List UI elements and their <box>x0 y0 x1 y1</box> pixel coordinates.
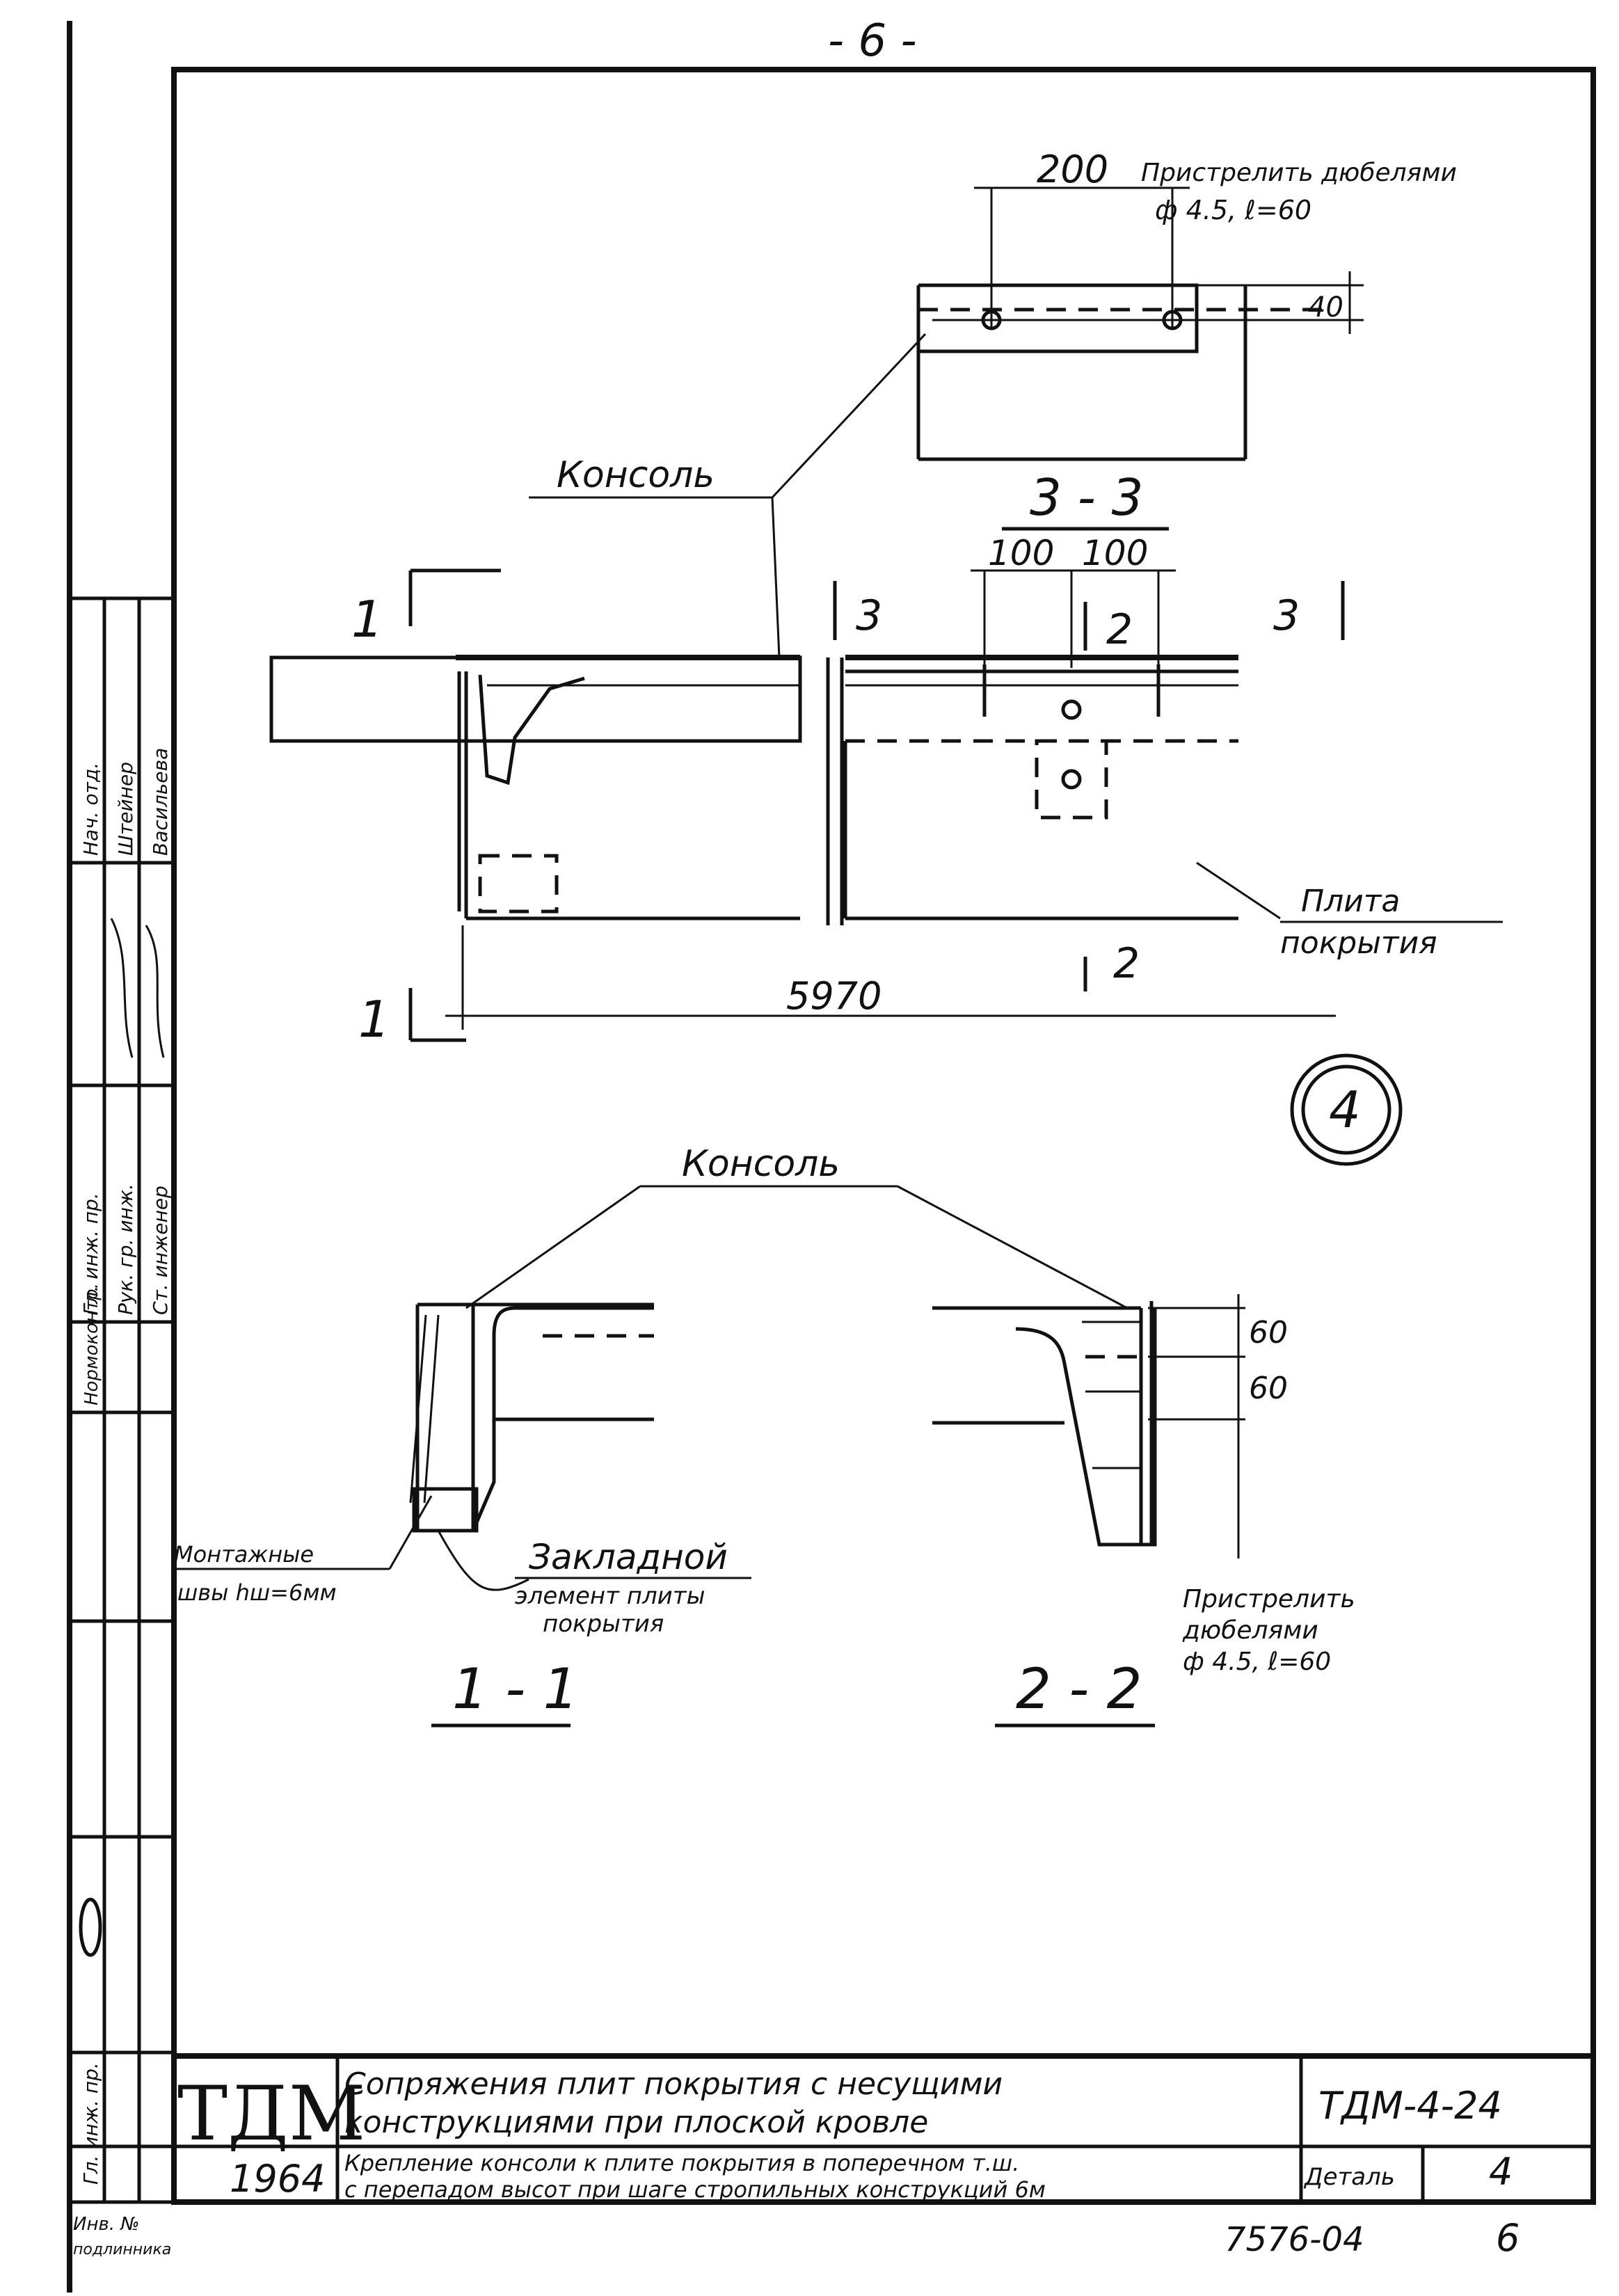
embed-label-2: элемент плиты <box>515 1582 705 1610</box>
stamp-r1: Нач. отд. <box>79 763 102 856</box>
page-number: - 6 - <box>828 15 917 67</box>
plita-label-2: покрытия <box>1280 925 1437 961</box>
stamp-r1b: Штейнер <box>114 762 137 856</box>
s22-note-1: Пристрелить <box>1183 1585 1355 1613</box>
subtitle-line-1: Крепление консоли к плите покрытия в поп… <box>344 2150 1019 2176</box>
s22-note-3: ф 4.5, ℓ=60 <box>1183 1648 1331 1676</box>
stamp-r3: Нормоконтр. <box>81 1283 102 1405</box>
elevation-konsol-label: Консоль <box>557 454 715 496</box>
stamp-r2c: Ст. инженер <box>149 1186 172 1315</box>
detail-number-circle: 4 <box>1290 1053 1403 1166</box>
detail-number: 4 <box>1329 1081 1361 1139</box>
stamp-r1c: Васильева <box>149 748 172 856</box>
embed-label-1: Закладной <box>529 1537 728 1577</box>
cut-2-bottom: 2 <box>1113 939 1140 988</box>
s22-note-2: дюбелями <box>1182 1616 1318 1645</box>
dim-60a: 60 <box>1249 1315 1288 1350</box>
section-1-1-title: 1 - 1 <box>452 1657 579 1721</box>
drawing-code: ТДМ-4-24 <box>1318 2084 1502 2128</box>
welds-label-2: швы hш=6мм <box>177 1579 337 1606</box>
stamp-r4: Инв. № <box>73 2214 139 2235</box>
cut-3-left: 3 <box>856 591 882 640</box>
section-1-1: Консоль Монтажные швы hш=6мм Закладной э… <box>174 1143 1128 1728</box>
stamp-r3b: Гл. инж. пр. <box>79 2062 102 2185</box>
detail-no: 4 <box>1489 2150 1513 2194</box>
dim-5970: 5970 <box>786 974 882 1018</box>
dim-100b: 100 <box>1082 533 1148 573</box>
stamp-r2b: Рук. гр. инж. <box>114 1183 137 1315</box>
bottom-letter: 6 <box>1496 2216 1520 2260</box>
subtitle-line-2: с перепадом высот при шаге стропильных к… <box>344 2176 1046 2203</box>
plan-view: 200 Пристрелить дюбелями ф 4.5, ℓ=60 40 … <box>916 148 1457 531</box>
plan-note-2: ф 4.5, ℓ=60 <box>1155 195 1311 225</box>
stamp-r2: Гл. инж. пр. <box>79 1193 102 1315</box>
plita-label-1: Плита <box>1301 884 1400 919</box>
title-line-2: конструкциями при плоской кровле <box>344 2105 928 2140</box>
dim-100a: 100 <box>988 533 1054 573</box>
section-2-2: 60 60 Пристрелить дюбелями ф 4.5, ℓ=60 2… <box>932 1294 1355 1728</box>
embed-label-3: покрытия <box>543 1610 664 1638</box>
cut-2-top: 2 <box>1106 605 1133 654</box>
cut-3-right: 3 <box>1273 591 1300 640</box>
title-line-1: Сопряжения плит покрытия с несущими <box>344 2066 1003 2102</box>
dim-40: 40 <box>1308 292 1343 324</box>
cut-1-bottom: 1 <box>358 990 390 1049</box>
welds-label-1: Монтажные <box>174 1541 314 1568</box>
left-stamp: Нач. отд. Штейнер Васильева Гл. инж. пр.… <box>67 596 176 2258</box>
title-block: ТДМ 1964 Сопряжения плит покрытия с несу… <box>70 2053 1593 2260</box>
dim-60b: 60 <box>1249 1371 1288 1406</box>
elevation-view: Консоль 1 1 3 <box>269 333 1503 1049</box>
section-2-2-title: 2 - 2 <box>1016 1657 1142 1721</box>
plan-note-1: Пристрелить дюбелями <box>1141 159 1457 187</box>
section-konsol-label: Консоль <box>682 1143 840 1185</box>
section-3-3-title: 3 - 3 <box>1030 468 1143 527</box>
bottom-code: 7576-04 <box>1225 2220 1364 2259</box>
stamp-r4b: подлинника <box>73 2241 171 2258</box>
detail-label: Деталь <box>1303 2163 1395 2191</box>
cut-1-top: 1 <box>351 590 383 648</box>
tdm-logo: ТДМ <box>177 2071 365 2158</box>
year: 1964 <box>230 2157 325 2201</box>
dim-200: 200 <box>1037 148 1108 191</box>
